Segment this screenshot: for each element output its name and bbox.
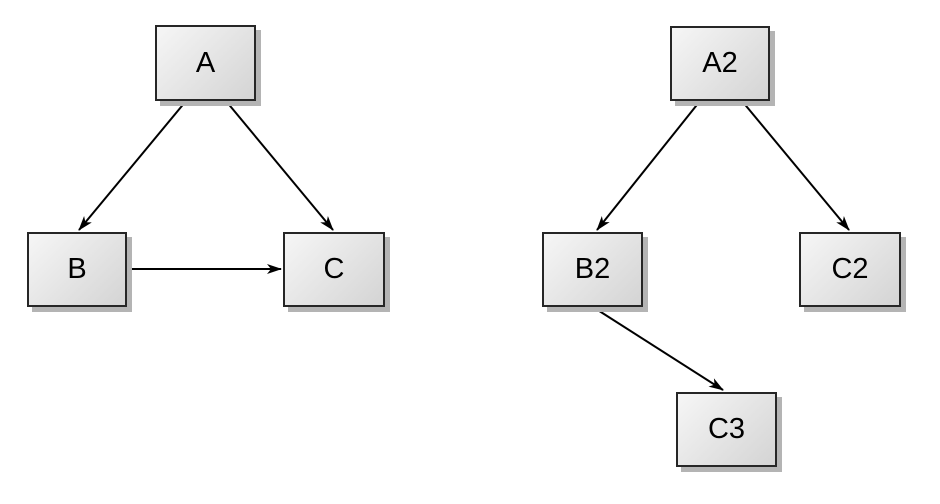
node-label-A2: A2 [702,47,738,79]
edge-A2-C2[interactable] [741,100,850,231]
node-label-A: A [195,46,216,79]
node-label-C: C [323,253,345,285]
node-B2[interactable]: B2 [542,232,643,307]
edges-group [78,100,850,391]
node-label-C2: C2 [831,253,869,285]
node-B[interactable]: B [27,232,127,307]
node-A2[interactable]: A2 [670,26,770,101]
node-C[interactable]: C [283,232,385,307]
edge-A2-B2[interactable] [596,100,701,231]
node-label-B: B [67,253,87,285]
node-C3[interactable]: C3 [676,392,777,467]
edge-B2-C3[interactable] [592,306,724,391]
node-label-C3: C3 [707,413,746,445]
edge-A-C[interactable] [225,100,334,231]
edge-A-B[interactable] [78,100,187,231]
node-A[interactable]: A [155,25,256,101]
node-C2[interactable]: C2 [799,232,901,307]
node-label-B2: B2 [574,253,611,285]
